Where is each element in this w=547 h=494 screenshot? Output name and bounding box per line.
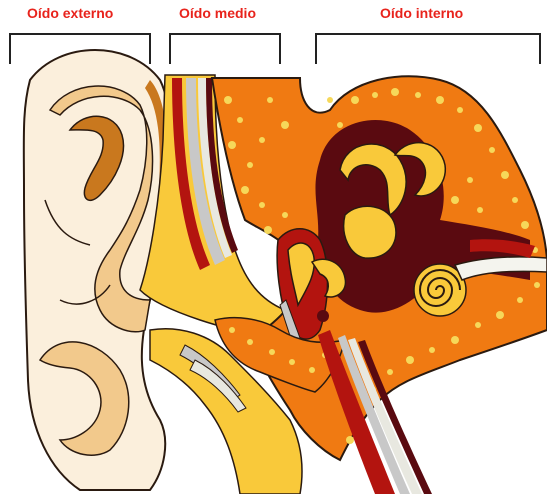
bone-pore (224, 96, 232, 104)
bone-pore (501, 171, 509, 179)
anatomy-shape (317, 310, 329, 322)
bracket-inner-ear (316, 34, 540, 64)
bone-pore (457, 107, 463, 113)
bone-pore (259, 202, 265, 208)
bone-pore (521, 221, 529, 229)
anatomy-shape (344, 206, 396, 258)
bone-pore (489, 147, 495, 153)
bone-pore (474, 124, 482, 132)
bone-pore (451, 196, 459, 204)
bracket-middle-ear (170, 34, 280, 64)
bone-pore (387, 369, 393, 375)
bone-pore (237, 117, 243, 123)
bone-pore (415, 92, 421, 98)
bone-pore (406, 356, 414, 364)
bone-pore (337, 122, 343, 128)
bone-pore (228, 141, 236, 149)
bone-pore (534, 282, 540, 288)
bone-pore (267, 97, 273, 103)
bone-pore (269, 349, 275, 355)
bone-pore (372, 92, 378, 98)
bone-pore (496, 311, 504, 319)
bone-pore (309, 367, 315, 373)
bone-pore (451, 336, 459, 344)
bone-pore (512, 197, 518, 203)
bone-pore (229, 327, 235, 333)
bone-pore (477, 207, 483, 213)
bone-pore (429, 347, 435, 353)
bone-pore (264, 226, 272, 234)
bone-pore (289, 359, 295, 365)
bone-pore (391, 88, 399, 96)
bone-pore (467, 177, 473, 183)
bone-pore (241, 186, 249, 194)
bone-pore (517, 297, 523, 303)
bone-pore (282, 212, 288, 218)
bone-pore (436, 96, 444, 104)
bone-pore (346, 436, 354, 444)
bone-pore (475, 322, 481, 328)
bone-pore (327, 97, 333, 103)
bone-pore (259, 137, 265, 143)
bone-pore (247, 339, 253, 345)
bone-pore (281, 121, 289, 129)
bone-pore (351, 96, 359, 104)
bone-pore (247, 162, 253, 168)
